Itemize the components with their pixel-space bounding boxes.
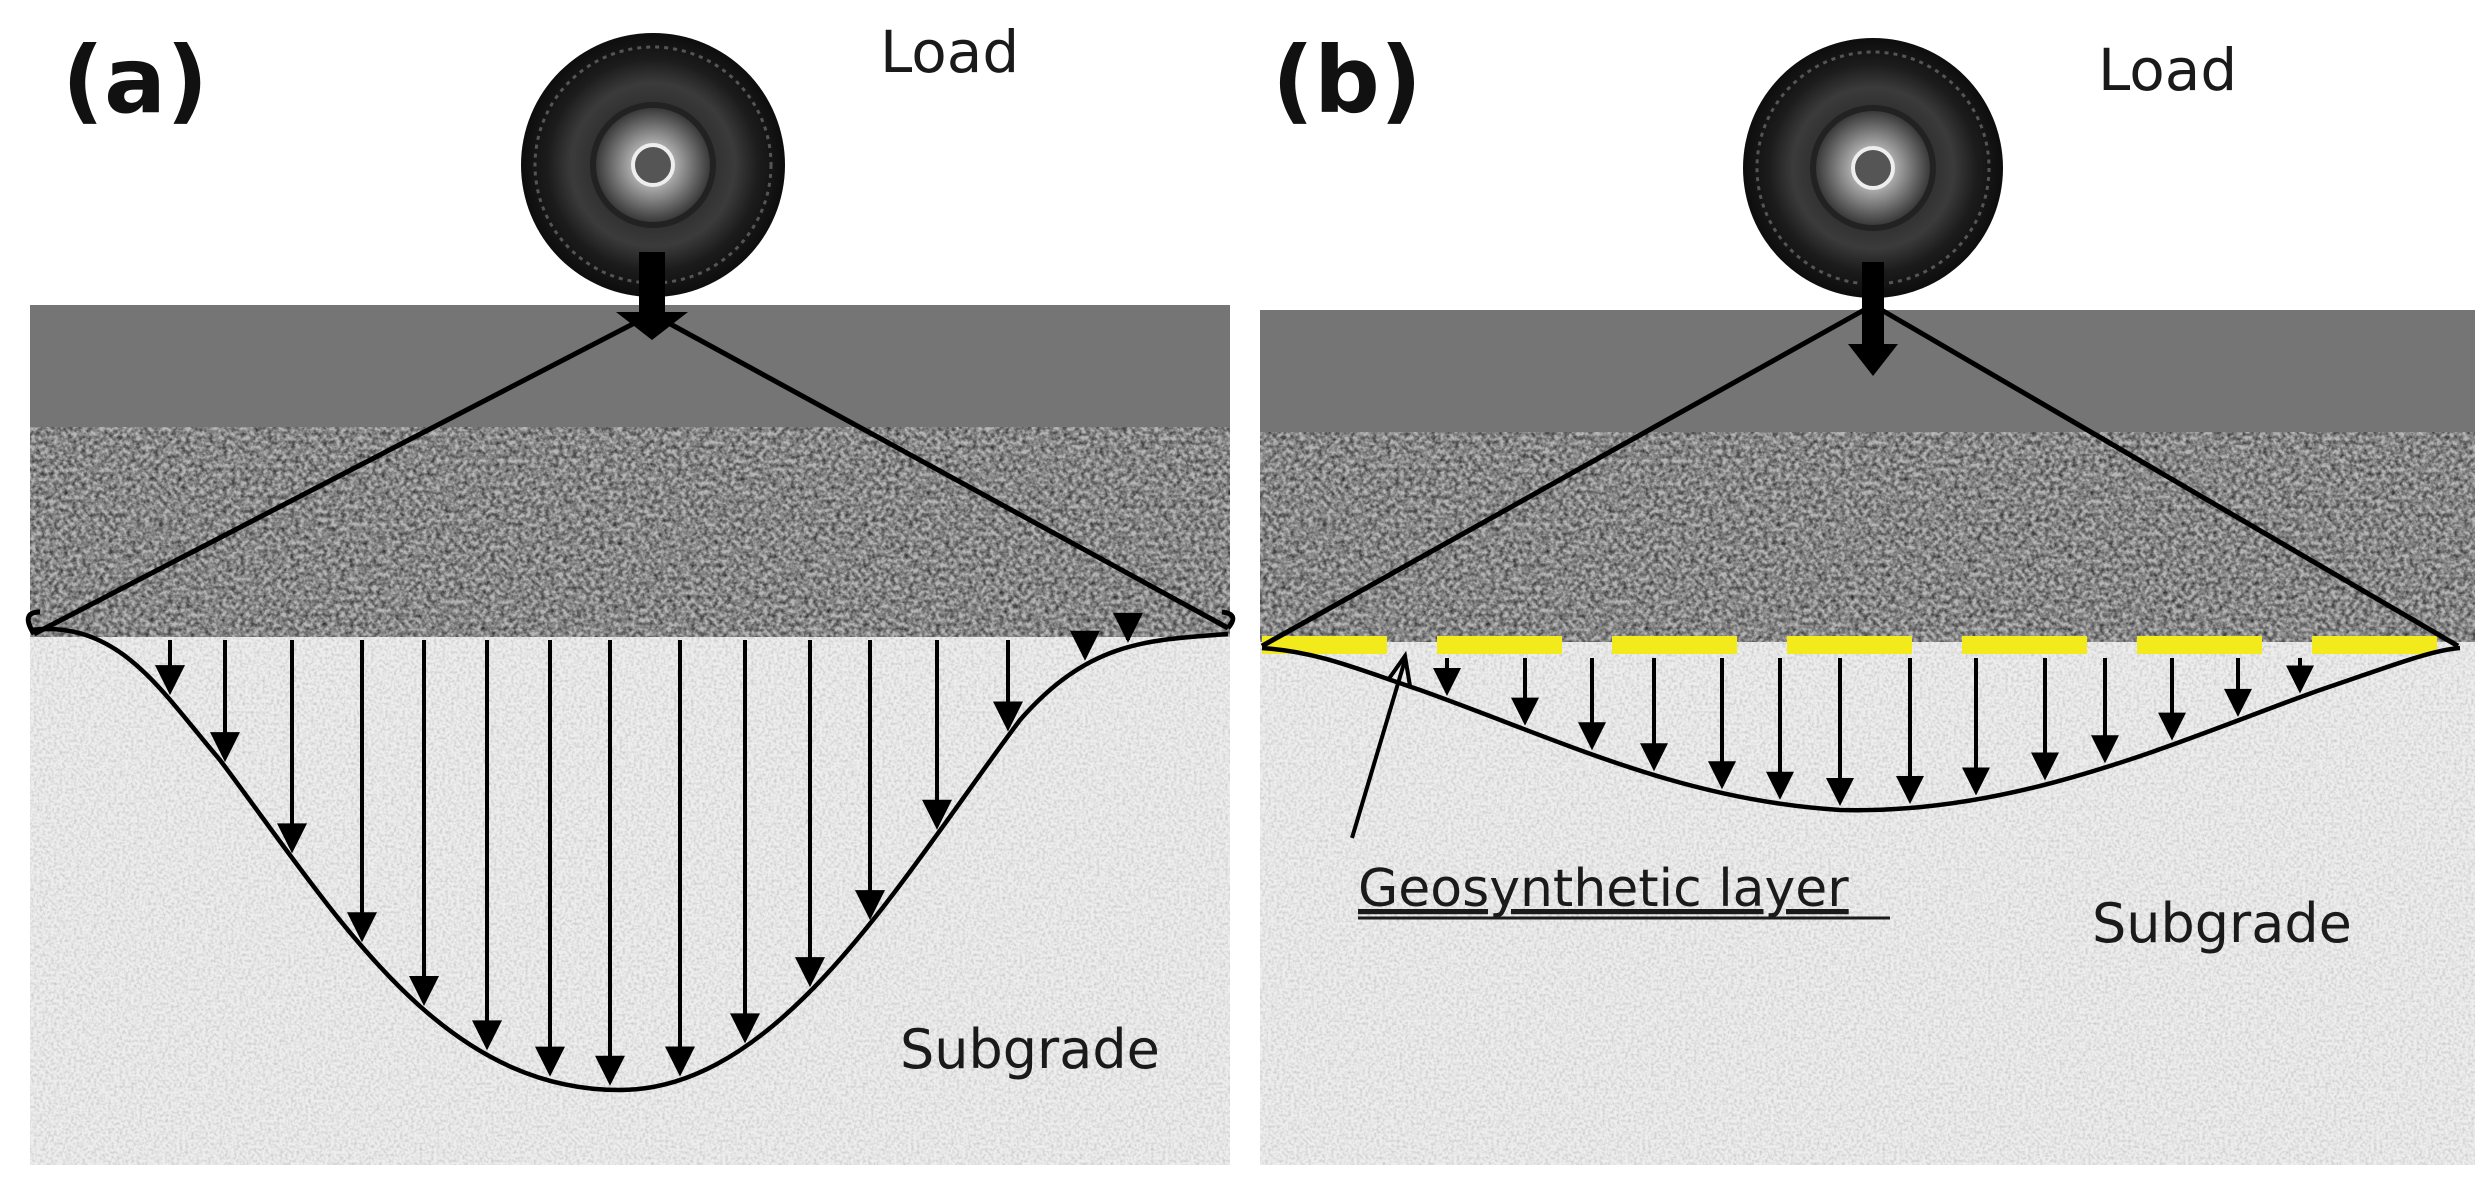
stress-distribution-curve-a bbox=[29, 626, 1229, 1093]
stress-arrow-head bbox=[1826, 778, 1854, 807]
stress-arrow-head bbox=[347, 912, 377, 943]
stress-arrow-head bbox=[277, 823, 307, 854]
stress-spread-lines bbox=[1260, 302, 2460, 649]
load-label-b: Load bbox=[2098, 36, 2237, 104]
tire-wheel-icon bbox=[1743, 38, 2003, 298]
panel-letter-b: (b) bbox=[1272, 27, 1422, 134]
load-label-a: Load bbox=[880, 18, 1019, 86]
stress-arrow-head bbox=[1766, 771, 1794, 800]
subgrade-layer bbox=[1260, 642, 2475, 1165]
stress-arrow-head bbox=[2158, 712, 2186, 741]
stress-arrow-head bbox=[2286, 665, 2314, 694]
geosynthetic-pointer-arrow bbox=[1350, 650, 1412, 839]
stress-arrow-head bbox=[1962, 767, 1990, 796]
stress-arrow-head bbox=[665, 1046, 695, 1077]
stress-arrow-head bbox=[1578, 722, 1606, 751]
stress-arrow-head bbox=[155, 665, 185, 696]
stress-arrow-head bbox=[922, 799, 952, 830]
stress-arrow-head bbox=[472, 1020, 502, 1051]
stress-arrow-head bbox=[730, 1013, 760, 1044]
subgrade-layer bbox=[30, 637, 1230, 1165]
panel-letter-a: (a) bbox=[62, 27, 208, 134]
panel-b: (b) Load Subgrade Geosynthetic layer bbox=[1260, 27, 2475, 1165]
stress-arrow-head bbox=[795, 957, 825, 988]
stress-arrow-head bbox=[2091, 735, 2119, 764]
stress-arrow-head bbox=[1896, 775, 1924, 804]
stress-arrow-head bbox=[409, 976, 439, 1007]
base-course-layer bbox=[1260, 432, 2475, 642]
stress-arrow-head bbox=[1708, 761, 1736, 790]
stress-arrow-head bbox=[1433, 668, 1461, 697]
stress-arrow-head bbox=[210, 732, 240, 763]
stress-arrow-head bbox=[2031, 752, 2059, 781]
stress-arrow-head bbox=[1640, 743, 1668, 772]
stress-arrow-head bbox=[595, 1055, 625, 1086]
subgrade-label-b: Subgrade bbox=[2092, 892, 2352, 955]
load-arrow bbox=[616, 252, 688, 340]
stress-arrows-a bbox=[155, 612, 1143, 1086]
geosynthetic-label: Geosynthetic layer bbox=[1358, 859, 1849, 919]
stress-arrows-b bbox=[1433, 658, 2314, 807]
stress-arrow-head bbox=[1070, 630, 1100, 661]
stress-arrow-head bbox=[855, 890, 885, 921]
stress-arrow-head bbox=[535, 1046, 565, 1077]
stress-arrow-head bbox=[2224, 688, 2252, 717]
stress-arrow-head bbox=[1511, 697, 1539, 726]
panel-a: (a) Load Subgrade bbox=[25, 18, 1236, 1165]
stress-arrow-head bbox=[1113, 612, 1143, 643]
stress-arrow-head bbox=[993, 701, 1023, 732]
tire-wheel-icon bbox=[521, 33, 785, 297]
subgrade-label-a: Subgrade bbox=[900, 1018, 1160, 1081]
load-arrow bbox=[1848, 262, 1898, 376]
